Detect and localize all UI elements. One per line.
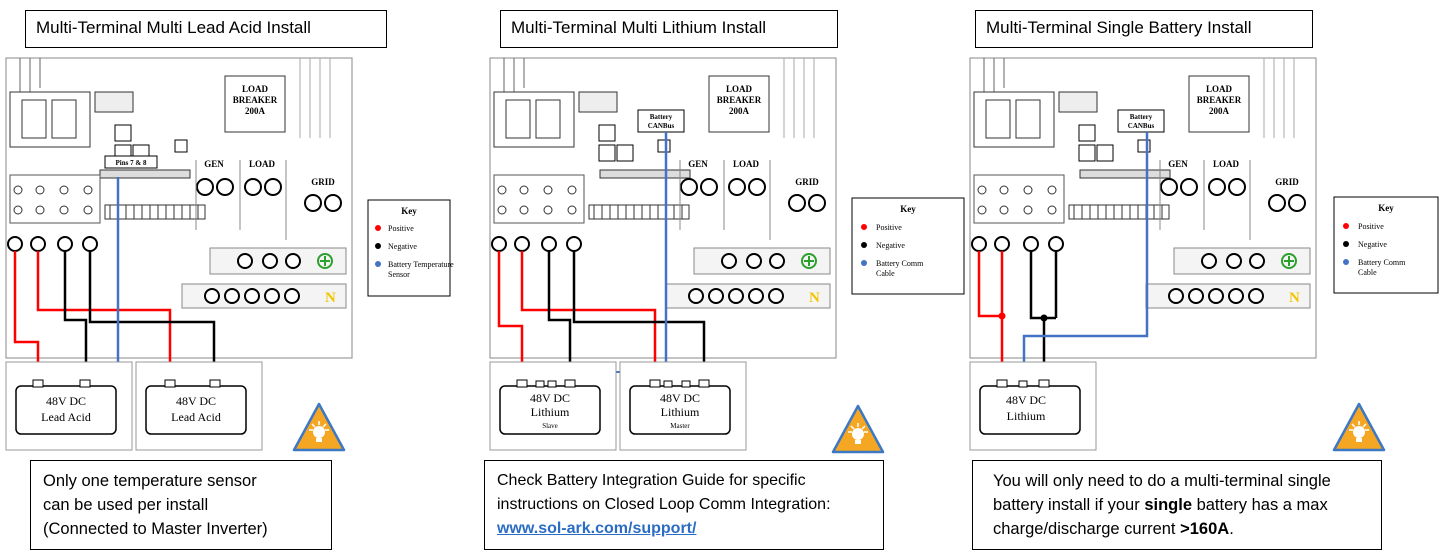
battery-1-2: 48V DC Lead Acid [135, 361, 263, 451]
battery-2-1: 48V DC Lithium Slave [489, 361, 617, 451]
battery-voltage: 48V DC [660, 391, 700, 405]
load-breaker-label-2: BREAKER [1197, 95, 1242, 105]
panel-2-diagram: LOAD BREAKER 200A Battery CANBus GEN LOA… [489, 57, 965, 454]
canbus-label-1: Battery [650, 113, 673, 121]
inverter-panel-3: LOAD BREAKER 200A Battery CANBus GEN LOA… [969, 57, 1317, 359]
neutral-label: N [1289, 290, 1300, 306]
gen-label: GEN [204, 159, 224, 169]
canbus-label-1: Battery [1130, 113, 1153, 121]
neutral-label: N [325, 290, 336, 306]
grid-label: GRID [795, 177, 819, 187]
canbus-label-2: CANBus [648, 122, 675, 130]
battery-type: Lithium [531, 405, 570, 419]
note-text-bold-current: >160A [1180, 520, 1230, 538]
grid-label: GRID [311, 177, 335, 187]
key-comm: Battery Comm [876, 259, 924, 268]
battery-type: Lithium [1007, 409, 1046, 423]
load-label: LOAD [249, 159, 276, 169]
key-title: Key [401, 206, 417, 216]
battery-voltage: 48V DC [530, 391, 570, 405]
load-breaker-label-1: LOAD [726, 84, 753, 94]
key-comm-2: Cable [1358, 268, 1377, 277]
note-box-3: You will only need to do a multi-termina… [972, 460, 1382, 550]
note-text-e: . [1229, 520, 1234, 538]
panel-3-title: Multi-Terminal Single Battery Install [975, 10, 1313, 48]
key-legend-2: Key Positive Negative Battery Comm Cable [851, 197, 965, 295]
key-negative: Negative [876, 241, 905, 250]
positive-junction [998, 312, 1006, 320]
note-box-2: Check Battery Integration Guide for spec… [484, 460, 884, 550]
note-text-c: battery has a max charge/discharge curre… [993, 496, 1328, 538]
battery-role: Slave [542, 422, 558, 430]
load-breaker-label-3: 200A [1209, 106, 1230, 116]
key-positive: Positive [876, 223, 902, 232]
warning-lightbulb-icon [292, 402, 346, 452]
grid-label: GRID [1275, 177, 1299, 187]
note-text-bold-single: single [1144, 496, 1192, 514]
key-negative: Negative [388, 242, 417, 251]
neutral-label: N [809, 290, 820, 306]
gen-label: GEN [688, 159, 708, 169]
panel-2-title: Multi-Terminal Multi Lithium Install [500, 10, 838, 48]
pins-label: Pins 7 & 8 [116, 159, 147, 167]
battery-type: Lead Acid [41, 410, 91, 424]
gen-label: GEN [1168, 159, 1188, 169]
battery-voltage: 48V DC [46, 394, 86, 408]
battery-voltage: 48V DC [1006, 393, 1046, 407]
battery-type: Lithium [661, 405, 700, 419]
key-title: Key [1378, 203, 1394, 213]
negative-junction [1040, 314, 1048, 322]
key-comm: Battery Comm [1358, 258, 1406, 267]
battery-3-1: 48V DC Lithium [969, 361, 1097, 451]
key-sensor: Battery Temperature [388, 260, 454, 269]
panel-1-diagram: LOAD BREAKER 200A Pins 7 & 8 GEN LOAD GR… [5, 57, 454, 452]
note-text-a: You will only need to do a multi-termina… [993, 472, 1331, 514]
load-label: LOAD [733, 159, 760, 169]
note-box-1: Only one temperature sensor can be used … [30, 460, 332, 550]
support-link[interactable]: www.sol-ark.com/support/ [497, 520, 697, 537]
load-breaker-label-1: LOAD [1206, 84, 1233, 94]
load-breaker-label-1: LOAD [242, 84, 269, 94]
key-legend-3: Key Positive Negative Battery Comm Cable [1333, 196, 1439, 294]
note-text: Check Battery Integration Guide for spec… [497, 472, 831, 513]
panel-1-title: Multi-Terminal Multi Lead Acid Install [25, 10, 387, 48]
battery-1-1: 48V DC Lead Acid [5, 361, 133, 451]
key-positive: Positive [388, 224, 414, 233]
key-sensor-2: Sensor [388, 270, 410, 279]
warning-lightbulb-icon [1332, 402, 1386, 452]
canbus-label-2: CANBus [1128, 122, 1155, 130]
battery-2-2: 48V DC Lithium Master [619, 361, 747, 451]
load-breaker-label-2: BREAKER [717, 95, 762, 105]
load-label: LOAD [1213, 159, 1240, 169]
key-negative: Negative [1358, 240, 1387, 249]
key-positive: Positive [1358, 222, 1384, 231]
load-breaker-label-3: 200A [245, 106, 266, 116]
key-comm-2: Cable [876, 269, 895, 278]
battery-type: Lead Acid [171, 410, 221, 424]
load-breaker-label-2: BREAKER [233, 95, 278, 105]
panel-3-diagram: LOAD BREAKER 200A Battery CANBus GEN LOA… [969, 57, 1439, 452]
warning-lightbulb-icon [831, 404, 885, 454]
battery-voltage: 48V DC [176, 394, 216, 408]
key-title: Key [900, 204, 916, 214]
inverter-panel-1: LOAD BREAKER 200A Pins 7 & 8 GEN LOAD GR… [5, 57, 353, 359]
note-line-3: (Connected to Master Inverter) [43, 520, 268, 538]
note-line-2: can be used per install [43, 496, 209, 514]
note-line-1: Only one temperature sensor [43, 472, 257, 490]
key-legend-1: Key Positive Negative Battery Temperatur… [367, 199, 454, 297]
load-breaker-label-3: 200A [729, 106, 750, 116]
battery-role: Master [670, 422, 690, 430]
inverter-panel-2: LOAD BREAKER 200A Battery CANBus GEN LOA… [489, 57, 837, 359]
